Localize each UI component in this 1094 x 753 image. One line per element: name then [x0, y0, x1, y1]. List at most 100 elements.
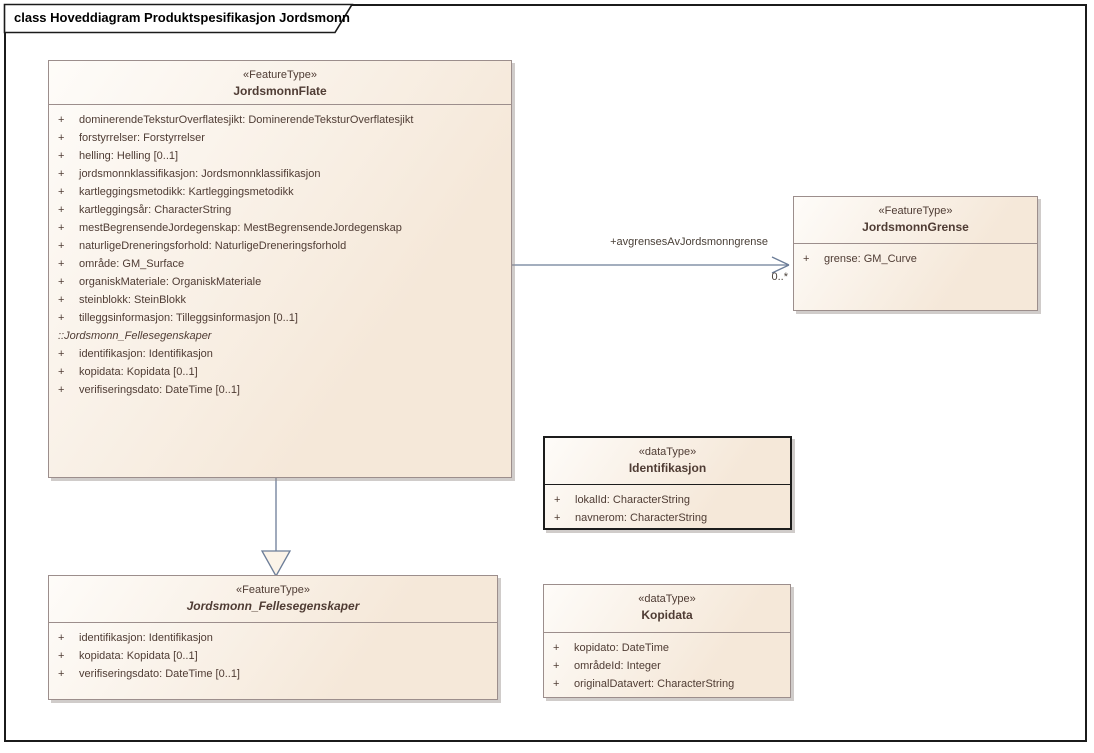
- attribute-visibility: +: [58, 186, 65, 198]
- attribute-visibility: +: [58, 114, 65, 126]
- attribute-visibility: +: [58, 366, 65, 378]
- attribute-text: områdeId: Integer: [574, 660, 661, 672]
- attribute-row: + originalDatavert: CharacterString: [544, 675, 790, 693]
- class-header: «dataType» Identifikasjon: [545, 438, 790, 485]
- attribute-visibility: +: [58, 150, 65, 162]
- class-stereotype: «FeatureType»: [236, 584, 310, 596]
- attribute-visibility: +: [58, 240, 65, 252]
- class-name: Kopidata: [641, 608, 693, 622]
- attribute-visibility: +: [58, 168, 65, 180]
- class-name: Identifikasjon: [628, 461, 707, 475]
- attribute-row: + dominerendeTeksturOverflatesjikt: Domin…: [49, 111, 511, 129]
- association-name-label: +avgrensesAvJordsmonngrense: [610, 236, 768, 248]
- attribute-text: originalDatavert: CharacterString: [574, 678, 735, 690]
- attribute-text: kartleggingsmetodikk: Kartleggingsmetodi…: [79, 186, 294, 198]
- attribute-text: mestBegrensendeJordegenskap: MestBegrens…: [79, 222, 402, 234]
- attribute-visibility: +: [58, 222, 65, 234]
- attribute-compartment: + identifikasjon: Identifikasjon + kopidat…: [49, 623, 497, 683]
- attribute-text: forstyrrelser: Forstyrrelser: [79, 132, 205, 144]
- class-header: «FeatureType» JordsmonnGrense: [794, 197, 1037, 244]
- class-box-kopidata[interactable]: «dataType» Kopidata + kopidato: DateTime …: [543, 584, 791, 698]
- attribute-row: + jordsmonnklassifikasjon: Jordsmonnklass…: [49, 165, 511, 183]
- attribute-text: identifikasjon: Identifikasjon: [79, 348, 213, 360]
- class-header: «FeatureType» Jordsmonn_Fellesegenskaper: [49, 576, 497, 623]
- attribute-text: steinblokk: SteinBlokk: [79, 294, 186, 306]
- attribute-row: + mestBegrensendeJordegenskap: MestBegren…: [49, 219, 511, 237]
- association-multiplicity: 0..*: [771, 271, 788, 283]
- attribute-row: + organiskMateriale: OrganiskMateriale: [49, 273, 511, 291]
- attribute-text: kopidato: DateTime: [574, 642, 669, 654]
- attribute-text: lokalId: CharacterString: [575, 494, 690, 506]
- class-name: JordsmonnGrense: [862, 220, 969, 234]
- attribute-compartment: + dominerendeTeksturOverflatesjikt: Domin…: [49, 105, 511, 399]
- attribute-row: + navnerom: CharacterString: [545, 509, 790, 527]
- attribute-row: + kartleggingsår: CharacterString: [49, 201, 511, 219]
- attribute-visibility: +: [58, 204, 65, 216]
- class-header: «FeatureType» JordsmonnFlate: [49, 61, 511, 105]
- attribute-row: + identifikasjon: Identifikasjon: [49, 629, 497, 647]
- attribute-compartment: + grense: GM_Curve: [794, 244, 1037, 268]
- attribute-row: + kopidata: Kopidata [0..1]: [49, 363, 511, 381]
- attribute-visibility: +: [553, 678, 560, 690]
- attribute-visibility: +: [803, 253, 810, 265]
- attribute-row: +verifiseringsdato: DateTime [0..1]: [49, 665, 497, 683]
- diagram-frame: [4, 4, 1087, 742]
- class-box-identifikasjon[interactable]: «dataType» Identifikasjon + lokalId: Char…: [543, 436, 792, 530]
- attribute-visibility: +: [58, 312, 65, 324]
- attribute-row: +forstyrrelser: Forstyrrelser: [49, 129, 511, 147]
- attribute-text: verifiseringsdato: DateTime [0..1]: [79, 668, 240, 680]
- attribute-visibility: +: [554, 512, 561, 524]
- attribute-visibility: +: [58, 632, 65, 644]
- attribute-visibility: +: [58, 276, 65, 288]
- attribute-row: + lokalId: CharacterString: [545, 491, 790, 509]
- attribute-row: + kopidata: Kopidata [0..1]: [49, 647, 497, 665]
- diagram-title: class Hoveddiagram Produktspesifikasjon …: [14, 10, 350, 25]
- attribute-text: helling: Helling [0..1]: [79, 150, 179, 162]
- attribute-text: område: GM_Surface: [79, 258, 185, 270]
- class-name: JordsmonnFlate: [233, 84, 327, 98]
- attribute-row: + verifiseringsdato: DateTime [0..1]: [49, 381, 511, 399]
- attribute-text: naturligeDreneringsforhold: NaturligeDre…: [79, 240, 347, 252]
- attribute-text: dominerendeTeksturOverflatesjikt: Domine…: [79, 114, 414, 126]
- attribute-text: tilleggsinformasjon: Tilleggsinformasjon…: [79, 312, 298, 324]
- attribute-visibility: +: [58, 294, 65, 306]
- attribute-text: kartleggingsår: CharacterString: [79, 204, 232, 216]
- class-stereotype: «FeatureType»: [243, 69, 317, 81]
- attribute-visibility: +: [554, 494, 561, 506]
- attribute-text: kopidata: Kopidata [0..1]: [79, 650, 198, 662]
- attribute-text: organiskMateriale: OrganiskMateriale: [79, 276, 262, 288]
- class-stereotype: «dataType»: [638, 593, 696, 605]
- attribute-text: jordsmonnklassifikasjon: Jordsmonnklassi…: [79, 168, 321, 180]
- attribute-visibility: +: [553, 660, 560, 672]
- attribute-row: + område: GM_Surface: [49, 255, 511, 273]
- class-stereotype: «dataType»: [638, 446, 697, 458]
- attribute-row: + identifikasjon: Identifikasjon: [49, 345, 511, 363]
- attribute-row: + kartleggingsmetodikk: Kartleggingsmetod…: [49, 183, 511, 201]
- attribute-row: + tilleggsinformasjon: Tilleggsinformasjo…: [49, 309, 511, 327]
- attribute-row: + naturligeDreneringsforhold: NaturligeDr…: [49, 237, 511, 255]
- attribute-text: kopidata: Kopidata [0..1]: [79, 366, 198, 378]
- attribute-row: + kopidato: DateTime: [544, 639, 790, 657]
- class-header: «dataType» Kopidata: [544, 585, 790, 633]
- attribute-visibility: +: [553, 642, 560, 654]
- class-box-jordsmonngrense[interactable]: «FeatureType» JordsmonnGrense + grense: G…: [793, 196, 1038, 311]
- attribute-visibility: +: [58, 348, 65, 360]
- attribute-compartment: + lokalId: CharacterString + navnerom: Cha…: [545, 485, 790, 527]
- class-box-jordsmonn-fellesegenskaper[interactable]: «FeatureType» Jordsmonn_Fellesegenskaper…: [48, 575, 498, 700]
- attribute-text: navnerom: CharacterString: [575, 512, 708, 524]
- attribute-text: grense: GM_Curve: [824, 253, 917, 265]
- class-box-jordsmonnflate[interactable]: «FeatureType» JordsmonnFlate + dominerend…: [48, 60, 512, 478]
- attribute-visibility: +: [58, 384, 65, 396]
- class-name: Jordsmonn_Fellesegenskaper: [186, 599, 360, 613]
- attribute-compartment: + kopidato: DateTime + områdeId: Integer +…: [544, 633, 790, 693]
- attribute-visibility: +: [58, 258, 65, 270]
- attribute-row: + helling: Helling [0..1]: [49, 147, 511, 165]
- attribute-text: identifikasjon: Identifikasjon: [79, 632, 213, 644]
- attribute-visibility: +: [58, 650, 65, 662]
- attribute-text: verifiseringsdato: DateTime [0..1]: [79, 384, 240, 396]
- attribute-row: + grense: GM_Curve: [794, 250, 1037, 268]
- class-stereotype: «FeatureType»: [878, 205, 953, 217]
- inherited-section-label: ::Jordsmonn_Fellesegenskaper: [58, 330, 212, 342]
- attribute-row: + steinblokk: SteinBlokk: [49, 291, 511, 309]
